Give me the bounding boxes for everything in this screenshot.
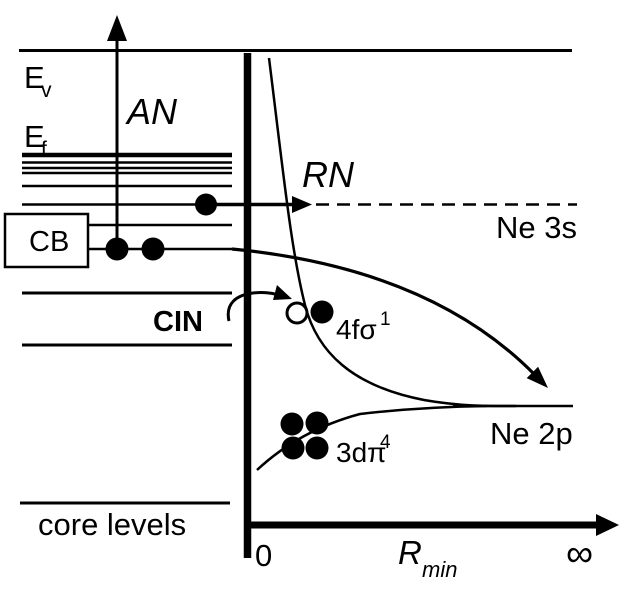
fermi-level-subscript: f	[41, 138, 47, 161]
electron-dot	[195, 193, 217, 216]
cb-to-ne2p-arc	[231, 247, 537, 377]
electron-dot	[305, 411, 329, 435]
hole-open-circle	[285, 301, 309, 325]
orbital-3d-main: 3dπ	[336, 437, 386, 468]
an-arrow	[107, 15, 127, 249]
electron-dot	[305, 436, 329, 460]
metal-band-levels	[20, 152, 232, 505]
an-arrowhead-icon	[107, 15, 127, 41]
cin-arrowhead-icon	[273, 285, 292, 300]
conduction-band-box	[3, 212, 90, 269]
orbital-4f-text: 4f	[336, 314, 360, 345]
an-label: AN	[125, 91, 178, 132]
fermi-level-label: E	[24, 119, 45, 154]
cin-label: CIN	[153, 306, 203, 338]
orbital-4f-sigma-label: 4fσ 1	[336, 309, 391, 345]
rn-label: RN	[302, 154, 355, 195]
orbital-3d-greek: π	[367, 437, 386, 468]
rn-arrow	[210, 196, 312, 213]
orbital-4f-greek: σ	[359, 314, 376, 345]
cb-to-ne2p-arrow	[231, 247, 548, 388]
vacuum-level-label: E	[24, 60, 45, 95]
orbital-4f-main: 4fσ	[336, 314, 377, 345]
core-levels-label: core levels	[38, 507, 186, 542]
electron-dot	[280, 412, 304, 436]
axis-origin-label: 0	[255, 538, 272, 573]
electron-dot	[310, 300, 334, 324]
3d-pi-electron-cluster	[280, 411, 329, 460]
r-axis	[246, 514, 619, 536]
axis-r-label: R	[398, 534, 422, 571]
axis-infinity-label: ∞	[566, 533, 593, 575]
orbital-3d-superscript: 4	[380, 432, 391, 453]
cb-to-ne2p-arrowhead-icon	[526, 366, 548, 388]
electron-dot	[141, 237, 165, 261]
ne-2p-label: Ne 2p	[490, 416, 573, 451]
ne-3s-label: Ne 3s	[496, 210, 577, 245]
axis-r-subscript: min	[422, 557, 457, 582]
electron-dot	[105, 237, 129, 261]
orbital-3d-text: 3d	[336, 437, 367, 468]
curve-4f-sigma	[267, 57, 517, 408]
conduction-band-label: CB	[29, 226, 69, 258]
orbital-3d-pi-label: 3dπ 4	[336, 432, 391, 468]
rn-arrowhead-icon	[292, 196, 312, 213]
cin-arrow	[226, 285, 292, 322]
vacuum-level-subscript: v	[41, 79, 52, 102]
orbital-4f-superscript: 1	[380, 309, 391, 330]
r-axis-arrowhead-icon	[596, 514, 619, 536]
electron-dot	[281, 436, 305, 460]
